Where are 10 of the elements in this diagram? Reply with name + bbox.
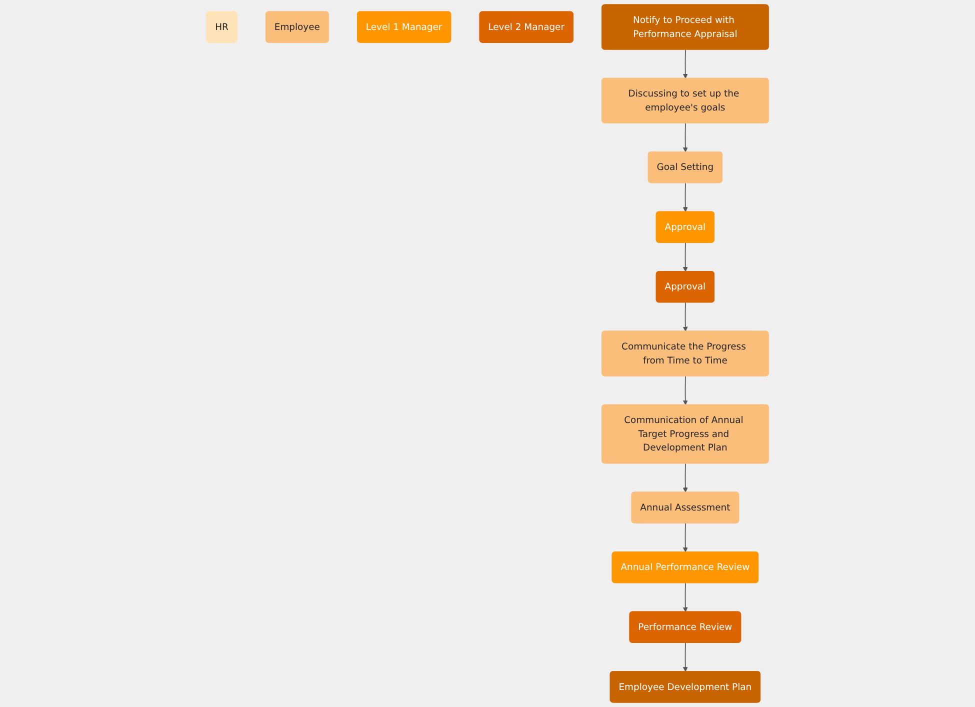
arrow [682, 182, 688, 212]
arrow [682, 302, 688, 332]
arrow [682, 49, 688, 79]
arrow [682, 522, 688, 552]
arrow [682, 642, 688, 672]
arrow [682, 242, 688, 272]
arrow [682, 122, 688, 152]
arrow [682, 376, 688, 406]
arrow [682, 463, 688, 493]
arrow [682, 582, 688, 612]
